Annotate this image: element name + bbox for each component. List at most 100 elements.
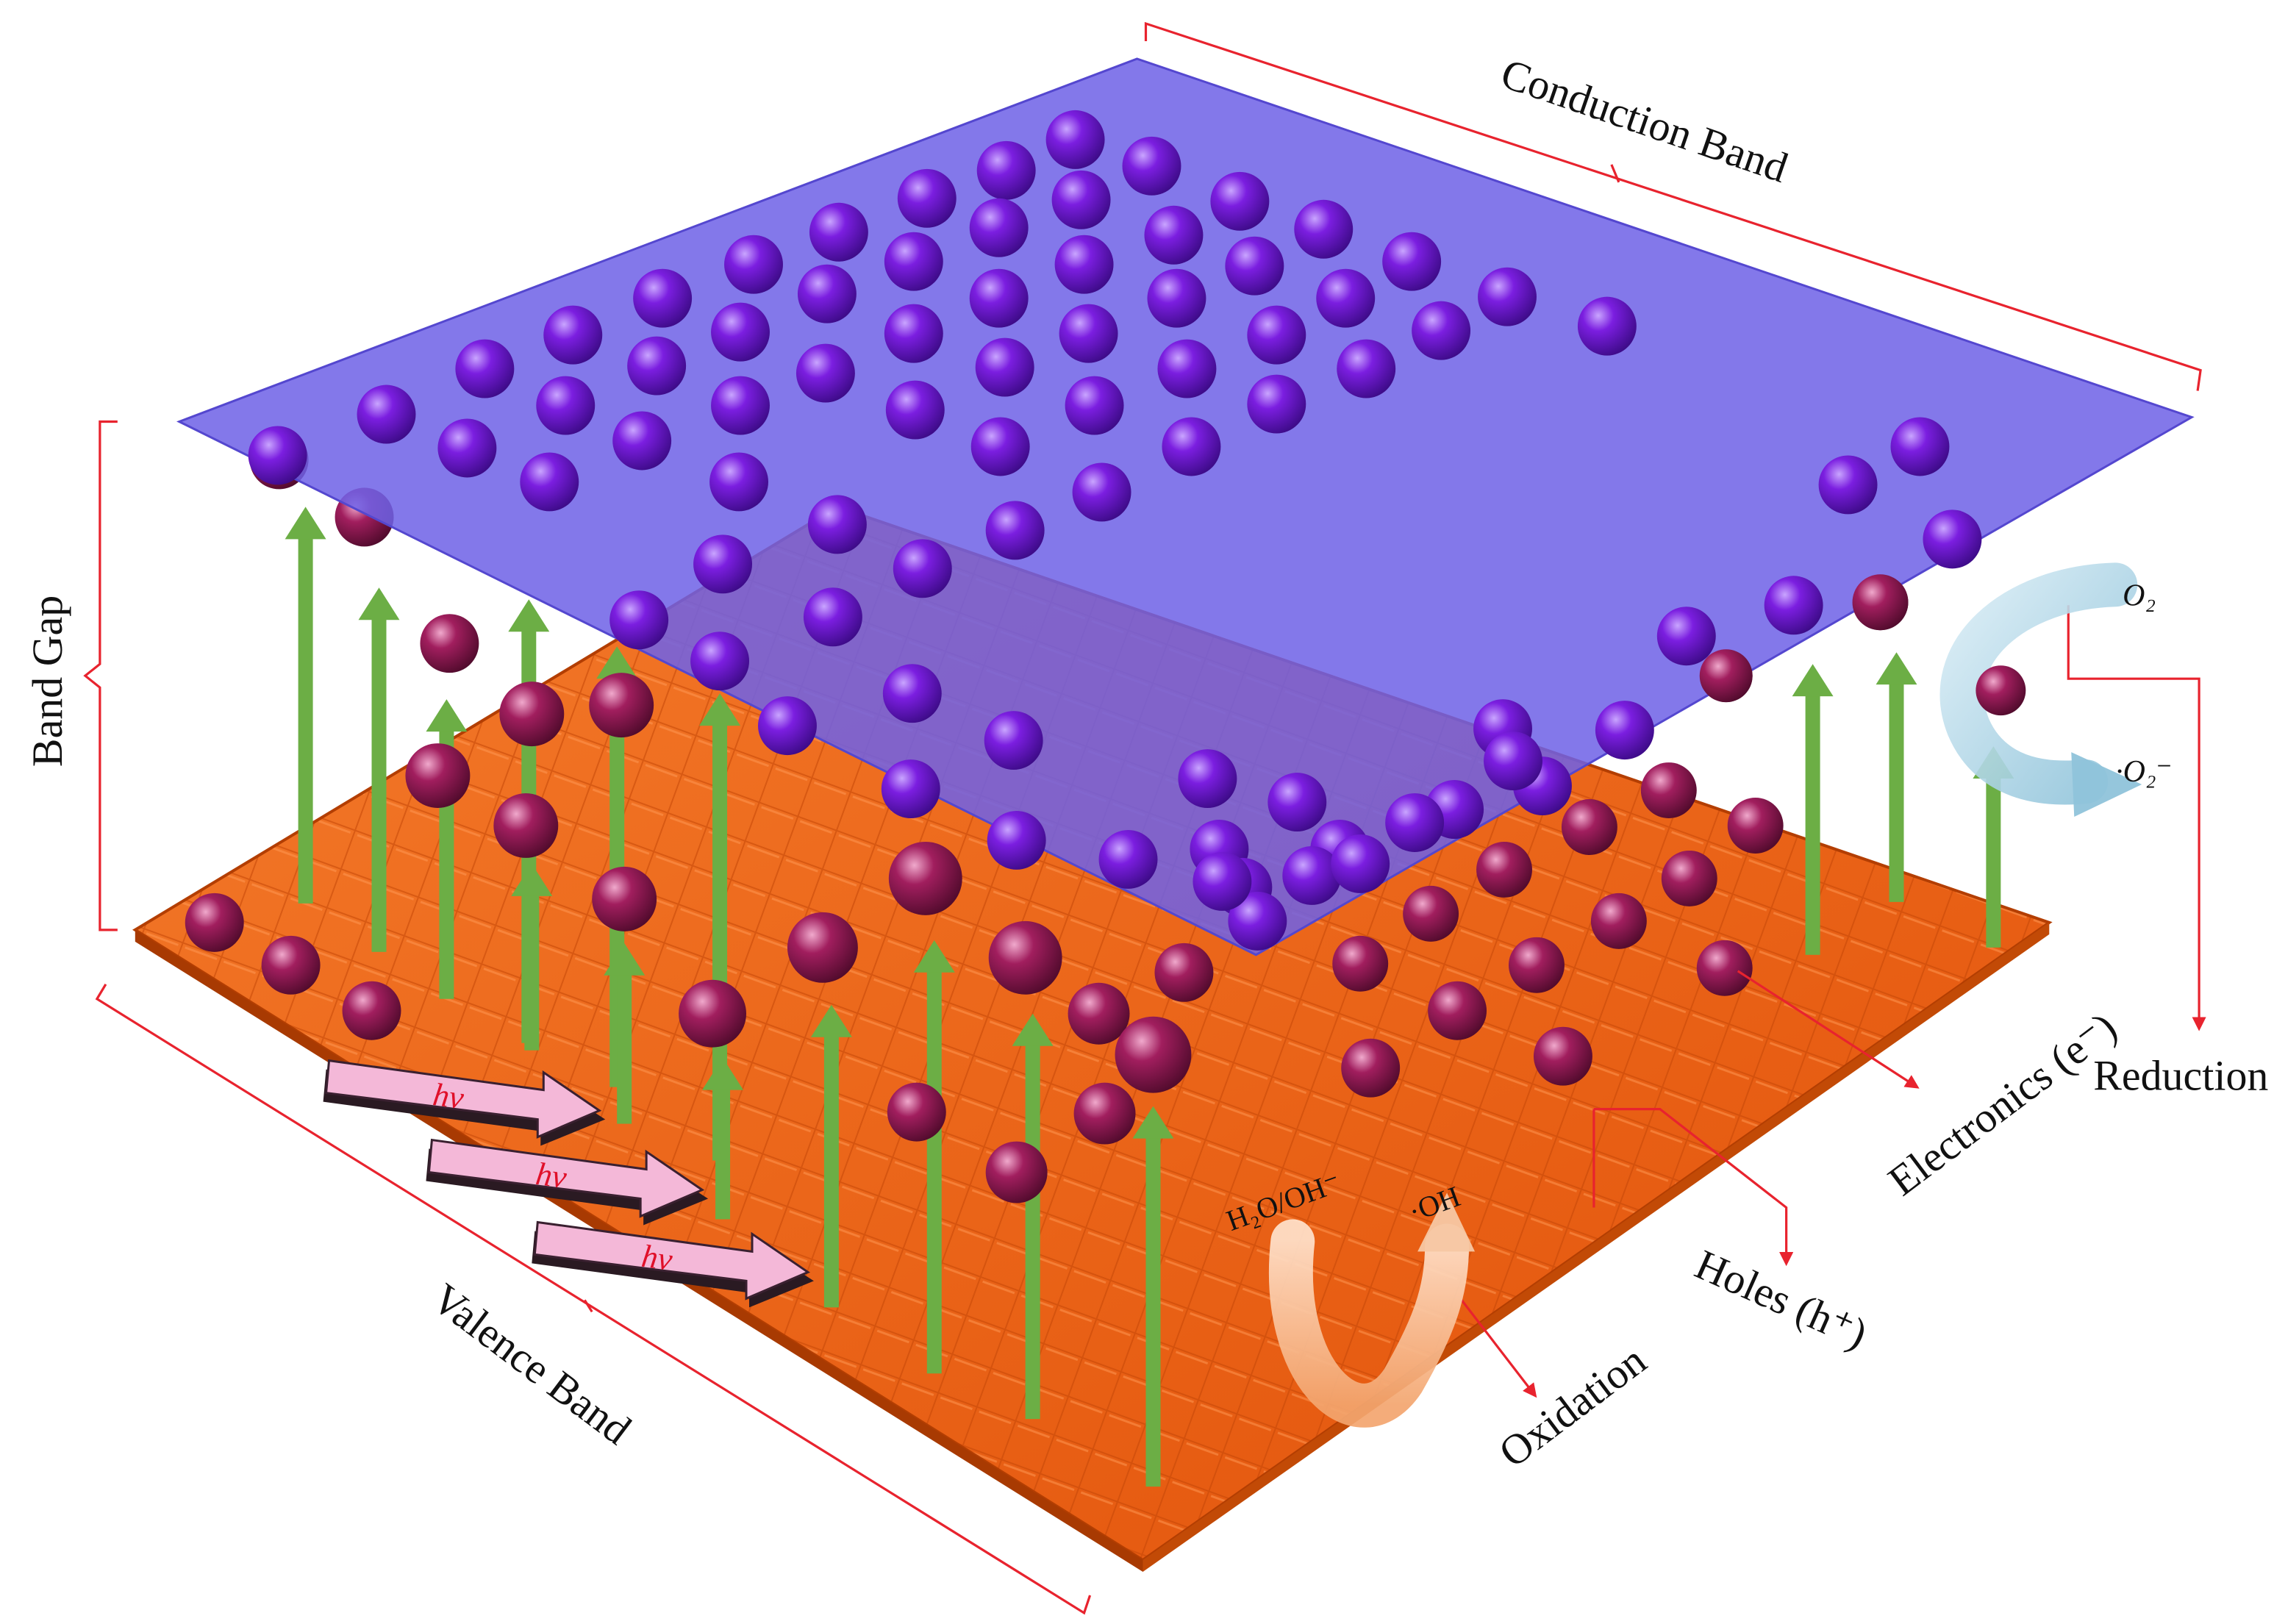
- excitation-arrow: [913, 940, 955, 1374]
- electron-sphere: [1225, 236, 1284, 296]
- hole-sphere: [1154, 942, 1214, 1002]
- electron-sphere: [884, 232, 943, 291]
- hole-sphere: [1661, 850, 1717, 906]
- electron-sphere: [897, 168, 957, 228]
- hole-sphere: [1332, 935, 1389, 992]
- electron-sphere: [1157, 339, 1217, 398]
- hole-sphere: [679, 979, 747, 1048]
- photon-arrow-icon: hv: [323, 1059, 606, 1146]
- electron-sphere: [1764, 576, 1823, 635]
- excitation-arrow: [1876, 652, 1917, 902]
- band-gap-bracket: [83, 420, 118, 931]
- electron-sphere: [1337, 339, 1396, 398]
- photon-hv-label: hv: [431, 1076, 466, 1116]
- electron-sphere: [520, 452, 579, 512]
- excitation-arrow: [810, 1004, 852, 1308]
- hole-sphere: [1068, 982, 1130, 1045]
- electron-sphere: [1577, 296, 1637, 356]
- photon-arrows-group: hv hv hv: [323, 1059, 814, 1308]
- electron-sphere: [1193, 851, 1252, 911]
- electron-sphere: [1412, 301, 1471, 360]
- electron-sphere: [1054, 235, 1114, 294]
- hole-sphere: [1115, 1016, 1192, 1093]
- electron-sphere: [758, 696, 817, 756]
- electron-sphere: [975, 337, 1034, 397]
- electron-sphere: [1122, 136, 1181, 196]
- conduction-band-bracket: [1144, 21, 2202, 391]
- hole-sphere: [499, 682, 565, 747]
- electron-sphere: [1247, 374, 1306, 434]
- valence-band-label: Valence Band: [423, 1274, 640, 1454]
- electron-sphere: [1385, 793, 1445, 852]
- hole-sphere: [988, 920, 1062, 995]
- electron-sphere: [885, 380, 945, 440]
- band-gap-label: Band Gap: [24, 595, 71, 767]
- hole-sphere: [342, 981, 401, 1040]
- electron-sphere: [881, 759, 940, 818]
- electron-sphere: [357, 384, 416, 444]
- electron-sphere: [1210, 171, 1270, 231]
- hole-sphere: [985, 1141, 1048, 1203]
- electron-sphere: [1147, 268, 1206, 328]
- electron-sphere: [969, 198, 1029, 257]
- annotation-lines: [1460, 605, 2206, 1398]
- photon-arrow-icon: hv: [426, 1138, 709, 1226]
- oxidation-label: Oxidation: [1490, 1336, 1655, 1476]
- electron-sphere: [882, 664, 942, 723]
- electron-sphere: [612, 411, 672, 471]
- excitation-arrows-top-group: [1699, 574, 1909, 703]
- electron-sphere: [984, 711, 1043, 770]
- electron-sphere: [536, 376, 596, 435]
- hole-sphere: [592, 866, 657, 931]
- excitation-arrow: [702, 1057, 744, 1220]
- hole-sphere: [1852, 574, 1909, 631]
- hole-sphere: [589, 673, 654, 738]
- electron-sphere: [724, 235, 783, 294]
- electron-sphere: [1595, 701, 1654, 760]
- hole-sphere: [1561, 799, 1617, 855]
- electron-sphere: [1267, 773, 1327, 831]
- electron-sphere: [455, 339, 515, 398]
- excitation-arrow: [1792, 664, 1834, 955]
- electron-sphere: [970, 417, 1030, 476]
- electron-sphere: [1098, 829, 1158, 889]
- valence-band-bracket: [95, 983, 1092, 1615]
- electron-sphere: [633, 268, 693, 328]
- oxidation-cycle-icon: [1268, 1192, 1476, 1428]
- hole-sphere: [1699, 649, 1753, 703]
- electron-sphere: [1051, 170, 1111, 229]
- hole-sphere: [1073, 1082, 1136, 1145]
- electron-sphere: [711, 376, 770, 435]
- electron-sphere: [1316, 268, 1376, 328]
- hole-sphere: [405, 743, 471, 809]
- hole-sphere: [420, 614, 479, 673]
- electron-sphere: [1247, 305, 1306, 365]
- superoxide-label: ·O₂⁻: [2115, 755, 2173, 789]
- oxygen-label: O₂: [2123, 579, 2156, 612]
- electron-sphere: [711, 302, 770, 362]
- electron-sphere: [248, 426, 307, 485]
- reduction-label: Reduction: [2093, 1052, 2268, 1100]
- electron-sphere: [1923, 509, 1982, 569]
- electron-sphere: [1331, 834, 1390, 893]
- hole-sphere: [888, 841, 962, 915]
- electron-sphere: [1065, 376, 1124, 435]
- electron-sphere: [1890, 417, 1950, 476]
- electron-sphere: [1059, 304, 1118, 363]
- electron-sphere: [709, 452, 768, 512]
- holes-label: Holes (h⁺): [1688, 1240, 1874, 1358]
- hole-sphere: [1533, 1026, 1592, 1086]
- hole-sphere: [1696, 940, 1753, 996]
- photon-hv-label: hv: [640, 1238, 675, 1278]
- electron-sphere: [969, 268, 1029, 328]
- electron-sphere: [985, 501, 1045, 560]
- electron-sphere: [1818, 455, 1878, 515]
- hole-sphere: [887, 1082, 946, 1142]
- hole-sphere: [185, 893, 244, 952]
- conduction-spheres-group: [248, 110, 1982, 951]
- electron-sphere: [690, 632, 750, 691]
- hole-sphere: [1403, 885, 1459, 942]
- excitation-arrow: [1132, 1106, 1174, 1487]
